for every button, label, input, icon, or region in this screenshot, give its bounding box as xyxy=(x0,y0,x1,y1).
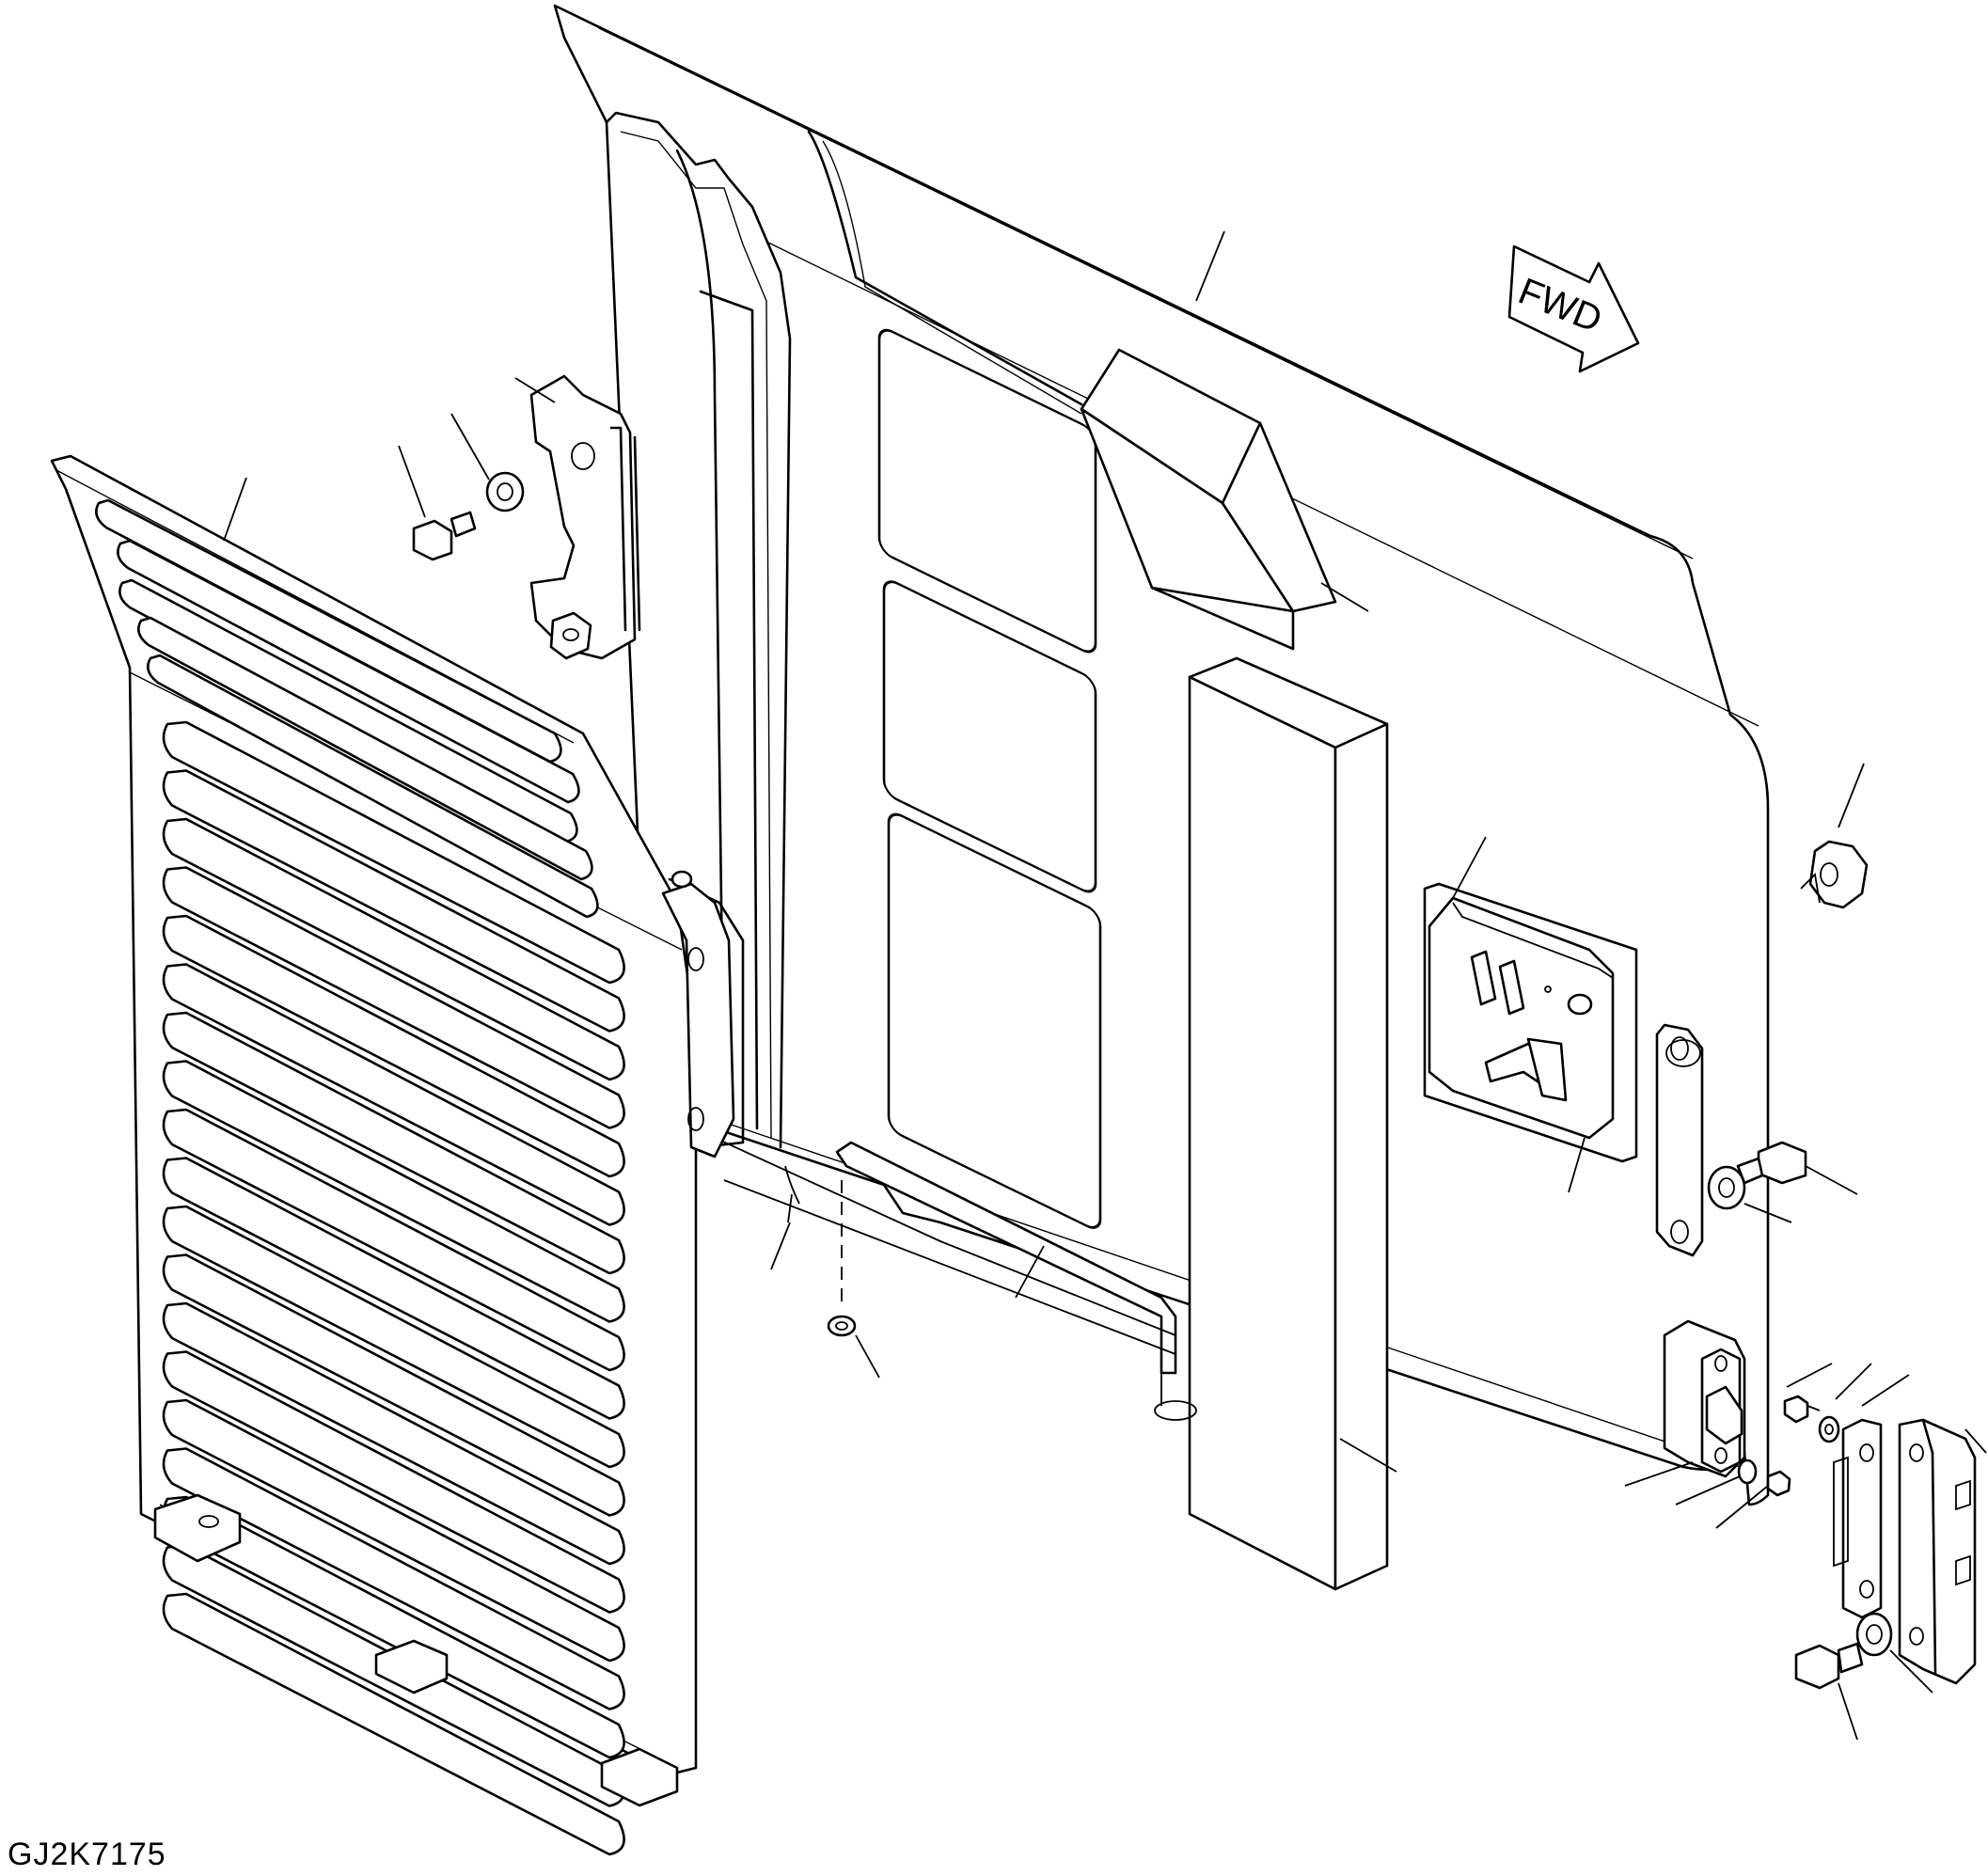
louver-slat xyxy=(162,1253,625,1517)
louver-slat xyxy=(162,1108,625,1372)
louver-slat xyxy=(162,1011,625,1275)
striker-washer xyxy=(1707,1165,1746,1210)
louver-slat xyxy=(162,817,625,1081)
louver-slat xyxy=(162,720,625,985)
louver-slat xyxy=(162,769,625,1033)
louver-slat xyxy=(137,616,593,881)
mounting-bracket-right xyxy=(1898,1418,1977,1685)
louver-slat xyxy=(162,1447,625,1710)
top-hinge-washer xyxy=(485,471,525,512)
drain-pipe-group xyxy=(784,1165,857,1337)
drawing-id: GJ2K7175 xyxy=(8,1837,166,1872)
lower-bracket-nut xyxy=(1766,1470,1791,1497)
main-side-panel xyxy=(553,4,1770,1506)
leader-lines xyxy=(223,230,1987,1741)
louver-slat xyxy=(162,914,625,1178)
striker-plate xyxy=(1655,1023,1704,1257)
top-hinge-bolt xyxy=(412,511,477,561)
latch-lock-assembly xyxy=(1423,882,1638,1163)
vertical-foam-strip xyxy=(1188,656,1389,1591)
striker-bolt xyxy=(1736,1141,1807,1185)
louver-slats xyxy=(95,498,625,1856)
lower-bracket-washer xyxy=(1737,1458,1758,1485)
separate-striker-bolt xyxy=(1783,1395,1821,1424)
louver-slat xyxy=(162,866,625,1129)
louver-slat xyxy=(162,1592,625,1856)
top-hinge-bracket xyxy=(529,374,641,660)
louver-slat xyxy=(147,654,599,919)
lower-latch-bracket xyxy=(1663,1319,1746,1478)
louver-slat xyxy=(162,1060,625,1323)
lower-hinge xyxy=(661,870,735,1159)
louver-slat xyxy=(162,1350,625,1614)
louver-slat xyxy=(162,1398,625,1663)
louvered-grille xyxy=(50,454,698,1856)
separate-striker-washer xyxy=(1818,1415,1840,1443)
louver-slat xyxy=(162,1157,625,1420)
bottom-right-washer xyxy=(1855,1612,1893,1657)
louver-slat xyxy=(117,539,580,804)
striker-block xyxy=(1833,1418,1883,1619)
bottom-right-bolt xyxy=(1794,1642,1864,1690)
bottom-rail-bar xyxy=(714,1137,1197,1421)
upper-foam-block xyxy=(1080,348,1337,651)
louver-slat xyxy=(162,963,625,1226)
louver-slat xyxy=(162,1301,625,1566)
clip-fastener xyxy=(1800,840,1869,909)
louver-slat xyxy=(162,1205,625,1469)
fwd-direction-arrow: FWD xyxy=(1507,244,1640,373)
